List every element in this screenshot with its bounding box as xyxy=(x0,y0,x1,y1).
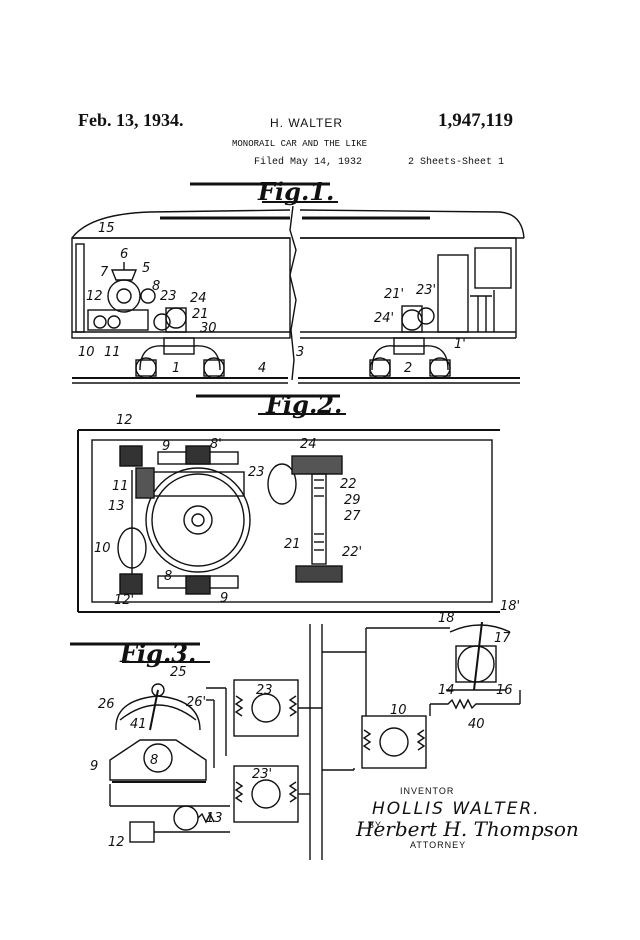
ref-10-fig2: 10 xyxy=(94,541,111,556)
ref-9-fig3: 9 xyxy=(90,759,98,774)
ref-24p: 24' xyxy=(374,311,394,326)
ref-21-fig2: 21 xyxy=(284,537,301,552)
signature-block: INVENTOR HOLLIS WALTER. BY Herbert H. Th… xyxy=(355,786,579,850)
ref-22p: 22' xyxy=(342,545,362,560)
inventor-header: H. WALTER xyxy=(270,116,344,130)
ref-12p: 12' xyxy=(114,593,134,608)
ref-24-fig2: 24 xyxy=(300,437,317,452)
figure-1: Fig.1. xyxy=(71,177,525,384)
ref-23p-fig3: 23' xyxy=(252,767,272,782)
ref-9: 9 xyxy=(162,439,170,454)
inventor-name: HOLLIS WALTER. xyxy=(372,799,541,819)
fig3-label: Fig.3. xyxy=(119,639,196,668)
ref-11: 11 xyxy=(104,345,121,360)
ref-41: 41 xyxy=(130,717,147,732)
by-label: BY xyxy=(368,820,382,830)
ref-1: 1 xyxy=(172,361,180,376)
ref-13-fig2: 13 xyxy=(108,499,125,514)
ref-21p: 21' xyxy=(384,287,404,302)
patent-title: MONORAIL CAR AND THE LIKE xyxy=(232,139,368,149)
attorney-label: ATTORNEY xyxy=(410,840,466,850)
ref-23p: 23' xyxy=(416,283,436,298)
ref-26: 26 xyxy=(98,697,115,712)
ref-16: 16 xyxy=(496,683,513,698)
ref-8-fig3: 8 xyxy=(150,753,158,768)
filed-date: Filed May 14, 1932 xyxy=(254,157,363,168)
ref-22: 22 xyxy=(340,477,357,492)
ref-1p: 1' xyxy=(454,337,466,352)
ref-8-fig2: 8 xyxy=(164,569,172,584)
ref-5: 5 xyxy=(142,261,150,276)
ref-9-fig2: 9 xyxy=(220,591,228,606)
ref-12-fig3: 12 xyxy=(108,835,125,850)
ref-29: 29 xyxy=(344,493,361,508)
figure-2: Fig.2. 12 9 8' xyxy=(77,390,500,613)
ref-25: 25 xyxy=(170,665,187,680)
figure-3: Fig.3. xyxy=(70,599,521,860)
ref-10-fig3: 10 xyxy=(390,703,407,718)
patent-date: Feb. 13, 1934. xyxy=(78,110,184,130)
ref-18p: 18' xyxy=(500,599,520,614)
ref-30: 30 xyxy=(200,321,217,336)
ref-27: 27 xyxy=(344,509,361,524)
sheet-count: 2 Sheets-Sheet 1 xyxy=(408,157,505,168)
ref-10: 10 xyxy=(78,345,95,360)
ref-12: 12 xyxy=(86,289,103,304)
ref-6: 6 xyxy=(120,247,128,262)
ref-18: 18 xyxy=(438,611,455,626)
ref-40: 40 xyxy=(468,717,485,732)
ref-23-fig3: 23 xyxy=(256,683,273,698)
ref-13-fig3: 13 xyxy=(206,811,223,826)
fig2-label: Fig.2. xyxy=(265,390,342,419)
ref-15: 15 xyxy=(98,221,115,236)
ref-3: 3 xyxy=(296,345,304,360)
ref-2: 2 xyxy=(404,361,412,376)
ref-12-fig2: 12 xyxy=(116,413,133,428)
ref-8: 8 xyxy=(152,279,160,294)
ref-11-fig2: 11 xyxy=(112,479,129,494)
fig1-label: Fig.1. xyxy=(257,177,334,206)
attorney-signature: Herbert H. Thompson xyxy=(355,817,579,841)
inventor-label: INVENTOR xyxy=(400,786,454,796)
ref-23-fig2: 23 xyxy=(248,465,265,480)
ref-21: 21 xyxy=(192,307,209,322)
patent-number: 1,947,119 xyxy=(438,110,513,131)
ref-17: 17 xyxy=(494,631,511,646)
ref-23: 23 xyxy=(160,289,177,304)
ref-4: 4 xyxy=(258,361,266,376)
ref-7: 7 xyxy=(100,265,109,280)
ref-8p: 8' xyxy=(210,437,222,452)
ref-26p: 26' xyxy=(186,695,206,710)
ref-24: 24 xyxy=(190,291,207,306)
ref-14: 14 xyxy=(438,683,455,698)
